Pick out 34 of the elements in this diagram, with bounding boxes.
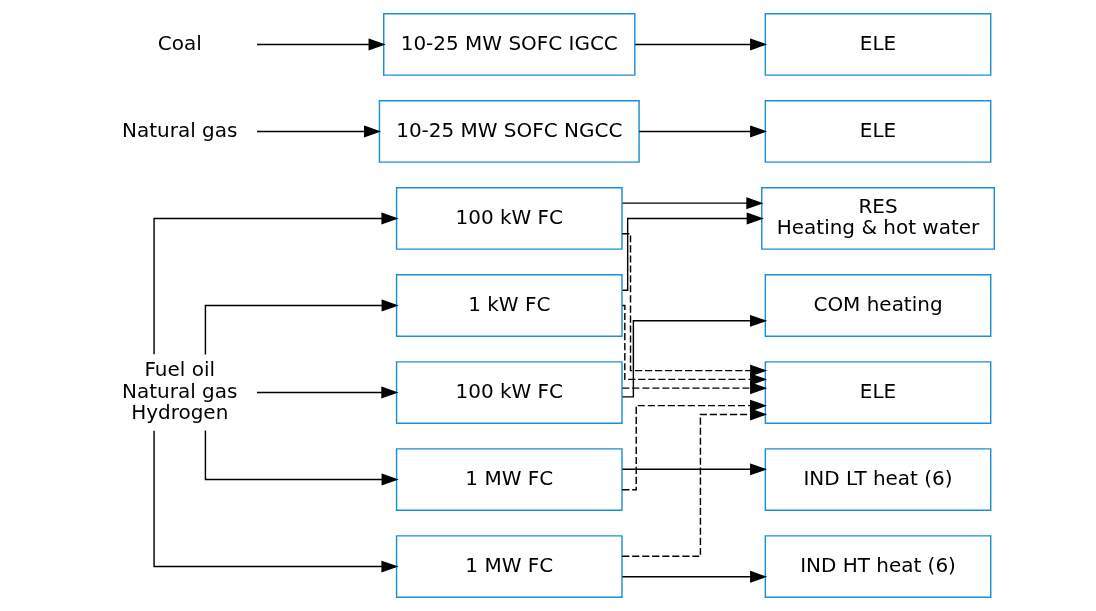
node-box: ELE — [764, 13, 991, 76]
node-box: ELE — [764, 100, 991, 163]
node-text: Fuel oil Natural gas Hydrogen — [121, 357, 237, 425]
node-box: 10-25 MW SOFC IGCC — [382, 13, 636, 76]
arrow — [621, 382, 767, 395]
arrow — [152, 212, 399, 356]
node-box: 1 kW FC — [395, 274, 623, 337]
arrow — [204, 429, 399, 486]
node-box: 10-25 MW SOFC NGCC — [378, 100, 640, 163]
arrow — [152, 430, 399, 573]
node-text: Coal — [157, 30, 202, 55]
arrow — [620, 399, 767, 491]
node-box: IND LT heat (6) — [764, 448, 991, 511]
node-box: 100 kW FC — [395, 361, 623, 424]
arrow — [255, 386, 398, 399]
node-box: ELE — [764, 361, 991, 424]
node-text: Natural gas — [121, 117, 237, 142]
arrow — [620, 408, 767, 558]
node-box: 100 kW FC — [395, 187, 623, 250]
node-box: IND HT heat (6) — [764, 535, 991, 598]
arrow — [633, 38, 767, 51]
arrow — [204, 299, 399, 356]
arrow — [621, 463, 767, 476]
node-box: 1 MW FC — [395, 535, 623, 598]
arrow — [638, 125, 767, 138]
arrow — [621, 197, 763, 210]
arrow — [621, 570, 767, 583]
arrow — [255, 125, 381, 138]
node-box: RES Heating & hot water — [760, 187, 995, 250]
node-box: 1 MW FC — [395, 448, 623, 511]
arrow — [621, 233, 767, 377]
node-box: COM heating — [764, 274, 991, 337]
arrow — [621, 212, 764, 291]
arrow — [255, 38, 386, 51]
